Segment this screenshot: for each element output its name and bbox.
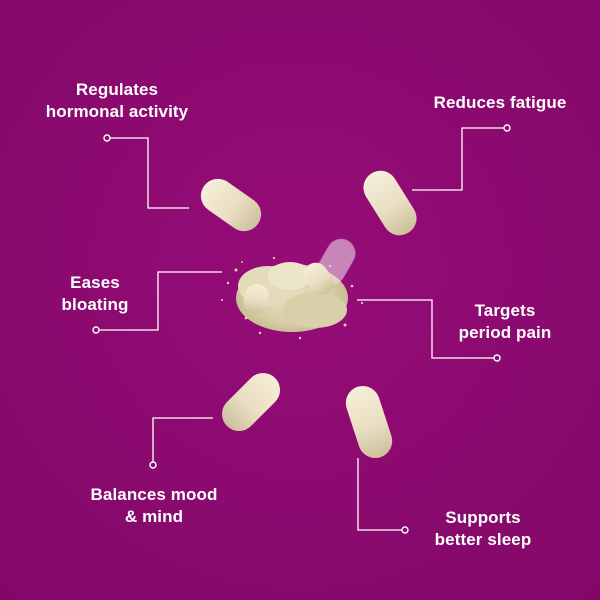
benefit-bloating-label: Eases bloating (61, 273, 129, 314)
capsule-half-left (243, 284, 269, 314)
connector-lines (96, 127, 507, 531)
connector-dot-period-pain (493, 354, 501, 362)
benefit-fatigue-label: Reduces fatigue (433, 93, 567, 112)
connector-mood (152, 417, 213, 465)
connector-hormonal (107, 137, 189, 209)
capsule-bottom-right (345, 385, 393, 459)
capsule-half-on-powder (303, 262, 334, 295)
connector-dot-mood (149, 461, 157, 469)
benefit-sleep-label: Supports better sleep (434, 508, 532, 549)
capsule-bottom-left (221, 372, 281, 432)
benefit-period-pain-label: Targets period pain (458, 301, 552, 342)
capsule-top-right (363, 170, 417, 236)
connector-dot-sleep (401, 526, 409, 534)
capsule-top-left (200, 178, 262, 232)
connector-period-pain (357, 299, 497, 359)
benefit-mood-label: Balances mood & mind (90, 485, 218, 526)
connector-dot-hormonal (103, 134, 111, 142)
connector-dot-bloating (92, 326, 100, 334)
benefit-hormonal-label: Regulates hormonal activity (45, 80, 189, 121)
connector-bloating (96, 271, 222, 331)
connector-fatigue (412, 127, 507, 191)
connector-dot-fatigue (503, 124, 511, 132)
connector-sleep (357, 458, 405, 531)
